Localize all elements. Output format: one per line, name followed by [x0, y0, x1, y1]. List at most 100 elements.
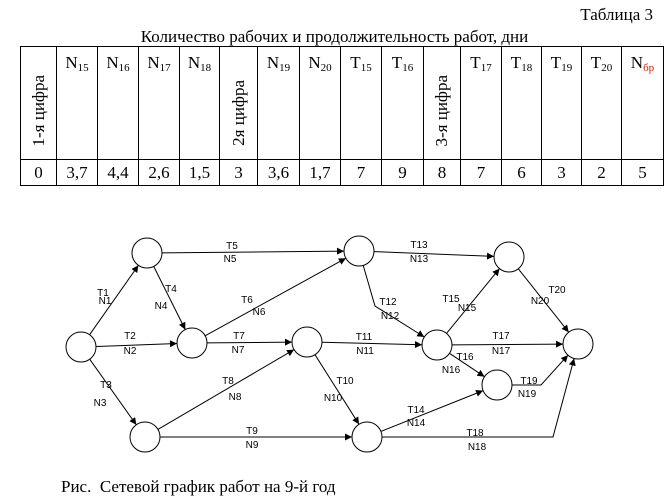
edge-duration-label: T10	[336, 376, 354, 387]
table-value-cell: 3	[219, 159, 258, 186]
header-index: 18	[521, 62, 533, 74]
edge-arrow	[157, 349, 295, 430]
edge-workers-label: N6	[253, 307, 266, 318]
edge-arrow	[321, 341, 423, 349]
header-symbol: T	[550, 53, 562, 72]
event-node	[131, 237, 163, 269]
edge-duration-label: T12	[379, 297, 397, 308]
edge-arrow	[89, 358, 137, 426]
figure-caption: Рис. Сетевой график работ на 9-й год	[61, 477, 336, 496]
edge-arrow	[153, 266, 186, 330]
edge-workers-label: N2	[124, 346, 137, 357]
edge-workers-label: N15	[458, 303, 477, 314]
event-node	[493, 241, 525, 273]
header-index: 17	[480, 62, 492, 74]
table-value-cell: 1,5	[179, 159, 220, 186]
event-node	[421, 329, 453, 361]
event-node	[291, 326, 323, 358]
table-header-cell: 1-я цифра	[20, 46, 57, 160]
table-header-cell: T16	[381, 46, 424, 160]
edge-workers-label: N1	[99, 296, 112, 307]
edge-duration-label: T15	[442, 294, 460, 305]
edge-arrow	[161, 247, 345, 255]
table-value-cell: 0	[20, 159, 57, 186]
edge-duration-label: T5	[226, 241, 238, 252]
edge-arrow	[446, 268, 500, 334]
edge-workers-label: N8	[229, 392, 242, 403]
header-index: 16	[402, 62, 414, 74]
edge-arrow	[373, 251, 495, 260]
edge-duration-label: T6	[241, 295, 253, 306]
edge-duration-label: T14	[407, 405, 425, 416]
table-title: Количество рабочих и продолжительность р…	[140, 27, 529, 46]
header-index: 15	[77, 62, 89, 74]
edge-arrow	[206, 338, 293, 346]
edge-workers-label: N18	[468, 442, 487, 453]
header-symbol: T	[470, 53, 481, 72]
edge-workers-label: N14	[407, 418, 426, 429]
edge-workers-label: N10	[324, 393, 343, 404]
edge-workers-label: N3	[94, 398, 107, 409]
table-header-cell: N18	[179, 46, 220, 160]
header-symbol: N	[106, 53, 119, 72]
event-node	[351, 421, 383, 453]
header-symbol: T	[350, 53, 361, 72]
header-symbol: N	[65, 53, 78, 72]
table-value-cell: 6	[501, 159, 542, 186]
edge-arrow	[512, 354, 569, 386]
table-value-cell: 2,6	[138, 159, 180, 186]
edge-workers-label: N20	[531, 296, 550, 307]
edge-workers-label: N11	[356, 346, 374, 357]
table-header-cell: T19	[541, 46, 582, 160]
edge-workers-label: N5	[224, 254, 237, 265]
edge-arrow	[517, 268, 570, 333]
edge-workers-label: N4	[155, 301, 168, 312]
edge-duration-label: T13	[410, 240, 428, 251]
event-node	[343, 235, 375, 267]
edge-duration-label: T4	[165, 284, 177, 295]
header-index: 17	[159, 62, 171, 74]
edge-workers-label: N7	[232, 345, 245, 356]
header-index: 16	[118, 62, 130, 74]
edge-arrow	[451, 340, 564, 348]
header-index: бр	[643, 62, 655, 74]
event-node	[65, 331, 97, 363]
table-header-cell: T20	[581, 46, 622, 160]
edge-duration-label: T9	[246, 426, 258, 437]
edge-workers-label: N9	[246, 440, 259, 451]
header-index: 20	[601, 62, 613, 74]
edge-workers-label: N17	[492, 346, 511, 357]
edge-duration-label: T20	[548, 285, 566, 296]
edge-duration-label: T19	[520, 376, 538, 387]
edge-duration-label: T18	[466, 428, 484, 439]
edge-duration-label: T11	[356, 332, 373, 343]
edge-arrow	[380, 389, 484, 432]
table-header-cell: Nбр	[621, 46, 664, 160]
table-header-cell: N17	[138, 46, 180, 160]
edge-duration-label: T3	[100, 380, 112, 391]
table-header-cell: N20	[299, 46, 341, 160]
header-symbol: N	[187, 53, 201, 72]
edge-duration-label: T16	[456, 352, 474, 363]
table-header-cell: N15	[56, 46, 98, 160]
edge-duration-label: T8	[222, 376, 234, 387]
table-value-cell: 3,6	[257, 159, 300, 186]
table-number-label: Таблица 3	[580, 5, 653, 24]
edge-arrow	[382, 358, 576, 438]
header-symbol: T	[391, 53, 403, 72]
header-index: 19	[561, 62, 573, 74]
header-symbol: N	[308, 53, 321, 72]
header-symbol: T	[590, 53, 602, 72]
edge-arrow	[362, 265, 425, 338]
header-symbol: N	[147, 53, 160, 72]
event-node	[129, 421, 161, 453]
table-value-cell: 8	[423, 159, 461, 186]
edge-duration-label: T17	[492, 331, 510, 342]
edge-workers-label: N16	[442, 365, 461, 376]
event-node	[562, 328, 594, 360]
edge-workers-label: N19	[518, 389, 537, 400]
event-node	[481, 369, 513, 401]
event-node	[176, 327, 208, 359]
